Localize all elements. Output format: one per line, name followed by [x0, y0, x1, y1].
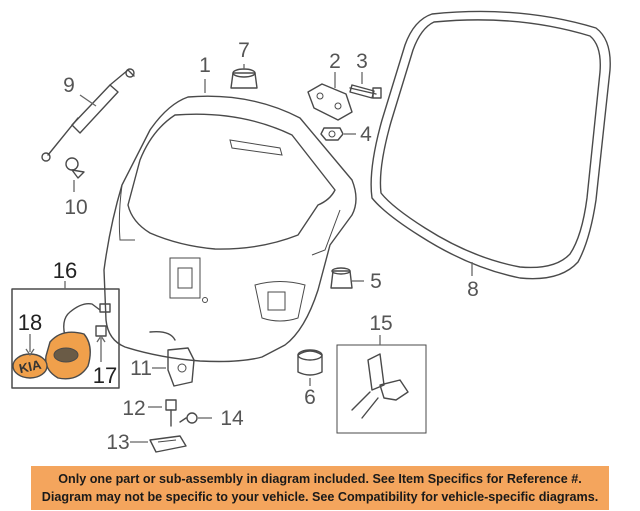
- disclaimer-line-1: Only one part or sub-assembly in diagram…: [58, 472, 582, 486]
- lock-cylinder-inset: [336, 344, 427, 434]
- bumper-stop: [230, 68, 258, 89]
- liftgate-panel: [103, 95, 357, 363]
- hinge-nut: [320, 127, 344, 141]
- emblem-inset: KIA: [11, 288, 120, 389]
- callout-10: 10: [64, 196, 87, 219]
- exploded-view: KIA 1 2 3 4 5 6 7 8 9 10 11 12: [11, 10, 611, 454]
- callout-17: 17: [93, 363, 117, 388]
- side-bumper: [330, 267, 353, 289]
- callout-18: 18: [18, 310, 42, 335]
- callout-11: 11: [130, 357, 152, 380]
- callout-14: 14: [220, 407, 244, 430]
- callout-3: 3: [356, 50, 368, 73]
- callout-1: 1: [199, 54, 211, 77]
- callout-5: 5: [370, 270, 382, 293]
- ball-stud: [65, 157, 85, 179]
- drain-plug: [297, 349, 323, 376]
- screw: [179, 412, 198, 424]
- callout-6: 6: [304, 386, 316, 409]
- callout-9: 9: [63, 74, 75, 97]
- kia-emblem-text: KIA: [18, 357, 44, 376]
- callout-4: 4: [360, 123, 372, 146]
- callout-16: 16: [53, 258, 77, 283]
- license-bracket: [149, 435, 187, 453]
- callout-8: 8: [467, 278, 479, 301]
- callout-13: 13: [106, 431, 129, 454]
- disclaimer-line-2: Diagram may not be specific to your vehi…: [41, 490, 599, 504]
- leader-lines: [25, 64, 473, 443]
- callout-numbers: 1 2 3 4 5 6 7 8 9 10 11 12 13 14 15 16 1…: [18, 39, 479, 454]
- hinge: [307, 83, 353, 121]
- weatherstrip-seal: [370, 10, 611, 280]
- callout-15: 15: [369, 312, 392, 335]
- callout-7: 7: [238, 39, 250, 62]
- lift-support-strut: [41, 68, 135, 162]
- hinge-bolt: [349, 84, 382, 99]
- disclaimer-banner: Only one part or sub-assembly in diagram…: [31, 466, 609, 510]
- callout-12: 12: [122, 397, 145, 420]
- callout-2: 2: [329, 50, 341, 73]
- latch-bolt: [165, 399, 177, 427]
- latch-assembly: [149, 330, 195, 387]
